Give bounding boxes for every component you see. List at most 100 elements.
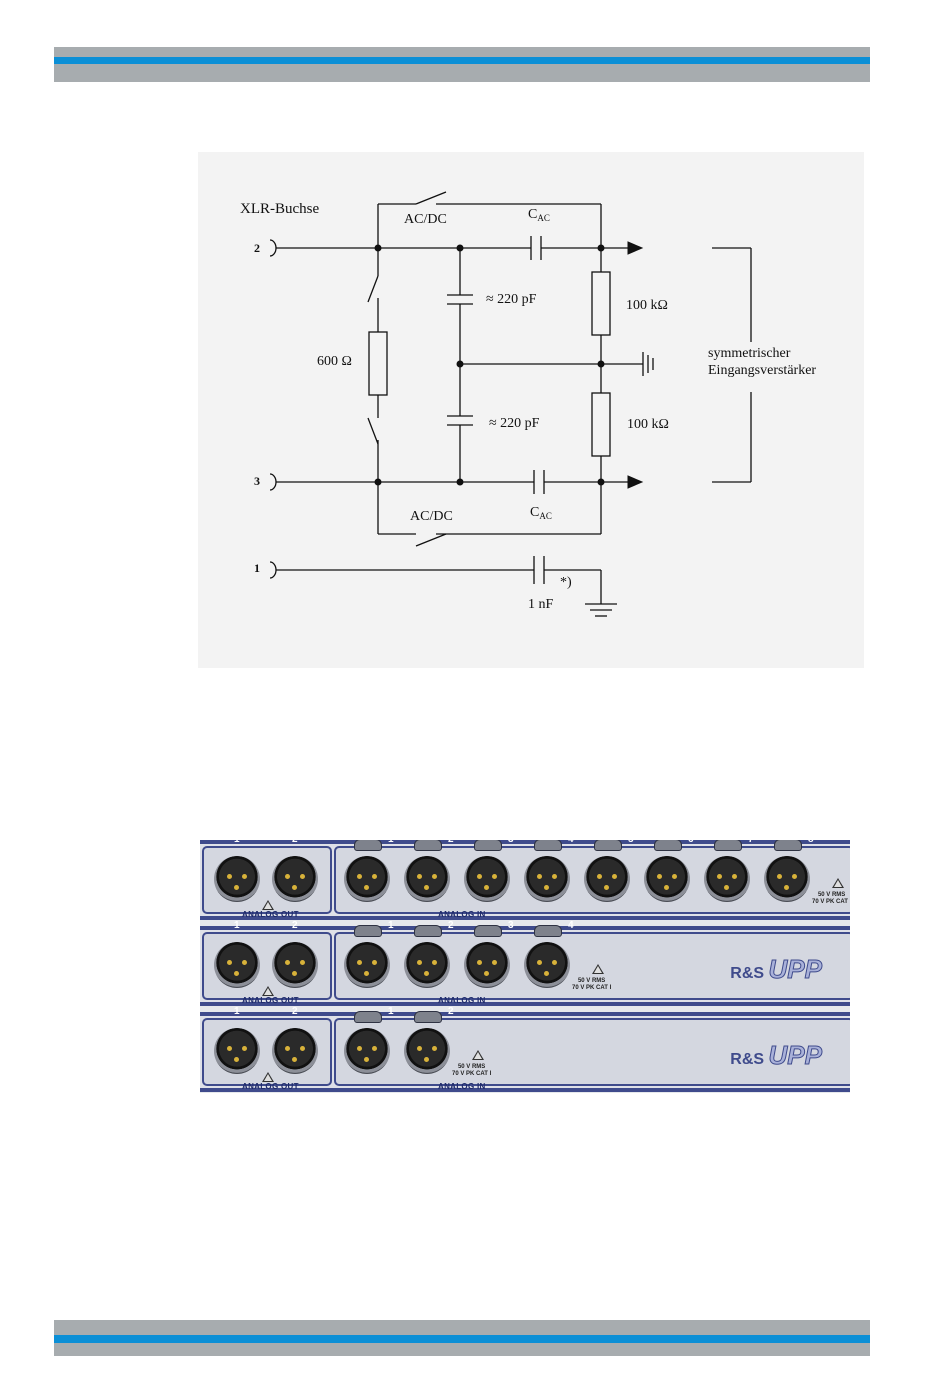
analog-in-number: 7 xyxy=(748,840,754,845)
xlr-female-connector[interactable] xyxy=(764,856,810,902)
analog-out-number: 1 xyxy=(234,840,240,845)
xlr-female-connector[interactable] xyxy=(404,856,450,902)
cap-top-sub: AC xyxy=(537,213,550,223)
xlr-female-connector[interactable] xyxy=(464,856,510,902)
xlr-female-connector[interactable] xyxy=(404,1028,450,1074)
cap-top-label: CAC xyxy=(528,208,550,223)
schematic-drawing xyxy=(269,191,752,617)
brand-logo: R&S UPP xyxy=(730,954,822,985)
analog-out-number: 1 xyxy=(234,1006,240,1017)
cap-bottom-main: C xyxy=(530,505,540,520)
xlr-latch-button[interactable] xyxy=(474,925,502,937)
header-band xyxy=(54,47,870,82)
xlr-male-connector[interactable] xyxy=(272,856,318,902)
xlr-latch-button[interactable] xyxy=(414,925,442,937)
analog-in-number: 4 xyxy=(568,840,574,845)
xlr-female-connector[interactable] xyxy=(584,856,630,902)
xlr-latch-button[interactable] xyxy=(414,1011,442,1023)
analog-out-number: 1 xyxy=(234,920,240,931)
xlr-male-connector[interactable] xyxy=(272,942,318,988)
brand-logo: R&S UPP xyxy=(730,1040,822,1071)
xlr-female-connector[interactable] xyxy=(344,856,390,902)
xlr-latch-button[interactable] xyxy=(354,840,382,851)
amp-label-line1: symmetrischer xyxy=(708,346,791,361)
cap-220-top-label: ≈ 220 pF xyxy=(486,292,537,307)
analog-in-number: 5 xyxy=(628,840,634,845)
analog-out-caption: ANALOG OUT xyxy=(242,996,299,1005)
xlr-input-schematic: XLR-Buchse 2 3 1 AC/DC AC/DC CAC CAC 600… xyxy=(198,152,864,668)
xlr-female-connector[interactable] xyxy=(644,856,690,902)
xlr-latch-button[interactable] xyxy=(774,840,802,851)
analog-out-number: 2 xyxy=(292,920,298,931)
xlr-male-connector[interactable] xyxy=(214,856,260,902)
analog-out-caption: ANALOG OUT xyxy=(242,910,299,919)
warning-triangle-icon xyxy=(592,964,604,974)
xlr-female-connector[interactable] xyxy=(344,942,390,988)
xlr-latch-button[interactable] xyxy=(354,925,382,937)
analog-in-caption: ANALOG IN xyxy=(438,996,486,1005)
schematic-title: XLR-Buchse xyxy=(240,201,320,217)
xlr-female-connector[interactable] xyxy=(404,942,450,988)
analog-in-number: 8 xyxy=(808,840,814,845)
pin-1-label: 1 xyxy=(254,561,260,575)
warning-triangle-icon xyxy=(262,1072,274,1082)
warning-triangle-icon xyxy=(262,986,274,996)
xlr-latch-button[interactable] xyxy=(714,840,742,851)
analog-in-number: 1 xyxy=(388,840,394,845)
pin-2-label: 2 xyxy=(254,241,260,255)
footnote-mark: *) xyxy=(560,575,572,590)
xlr-latch-button[interactable] xyxy=(414,840,442,851)
analog-in-number: 3 xyxy=(508,920,514,931)
xlr-latch-button[interactable] xyxy=(594,840,622,851)
resistor-100k-bottom-label: 100 kΩ xyxy=(627,417,669,432)
xlr-latch-button[interactable] xyxy=(534,840,562,851)
analog-in-number: 4 xyxy=(568,920,574,931)
footer-band xyxy=(54,1320,870,1356)
xlr-female-connector[interactable] xyxy=(464,942,510,988)
analog-in-caption: ANALOG IN xyxy=(438,1082,486,1091)
analog-in-number: 2 xyxy=(448,920,454,931)
warning-triangle-icon xyxy=(472,1050,484,1060)
cap-bottom-sub: AC xyxy=(539,511,552,521)
analog-out-number: 2 xyxy=(292,840,298,845)
xlr-latch-button[interactable] xyxy=(534,925,562,937)
analog-in-number: 2 xyxy=(448,840,454,845)
analog-in-caption: ANALOG IN xyxy=(438,910,486,919)
analog-in-number: 2 xyxy=(448,1006,454,1017)
analog-in-number: 1 xyxy=(388,1006,394,1017)
cap-bottom-label: CAC xyxy=(530,505,552,521)
xlr-female-connector[interactable] xyxy=(704,856,750,902)
xlr-latch-button[interactable] xyxy=(354,1011,382,1023)
xlr-male-connector[interactable] xyxy=(214,942,260,988)
xlr-latch-button[interactable] xyxy=(474,840,502,851)
analog-in-number: 3 xyxy=(508,840,514,845)
warning-triangle-icon xyxy=(262,900,274,910)
xlr-male-connector[interactable] xyxy=(272,1028,318,1074)
switch-top-label: AC/DC xyxy=(404,212,447,227)
xlr-male-connector[interactable] xyxy=(214,1028,260,1074)
cap-220-bottom-label: ≈ 220 pF xyxy=(489,416,540,431)
analog-out-number: 2 xyxy=(292,1006,298,1017)
xlr-female-connector[interactable] xyxy=(524,942,570,988)
resistor-100k-top-label: 100 kΩ xyxy=(626,298,668,313)
xlr-female-connector[interactable] xyxy=(344,1028,390,1074)
xlr-latch-button[interactable] xyxy=(654,840,682,851)
analog-in-number: 6 xyxy=(688,840,694,845)
cap-1nf-label: 1 nF xyxy=(528,597,554,612)
xlr-female-connector[interactable] xyxy=(524,856,570,902)
warning-triangle-icon xyxy=(832,878,844,888)
